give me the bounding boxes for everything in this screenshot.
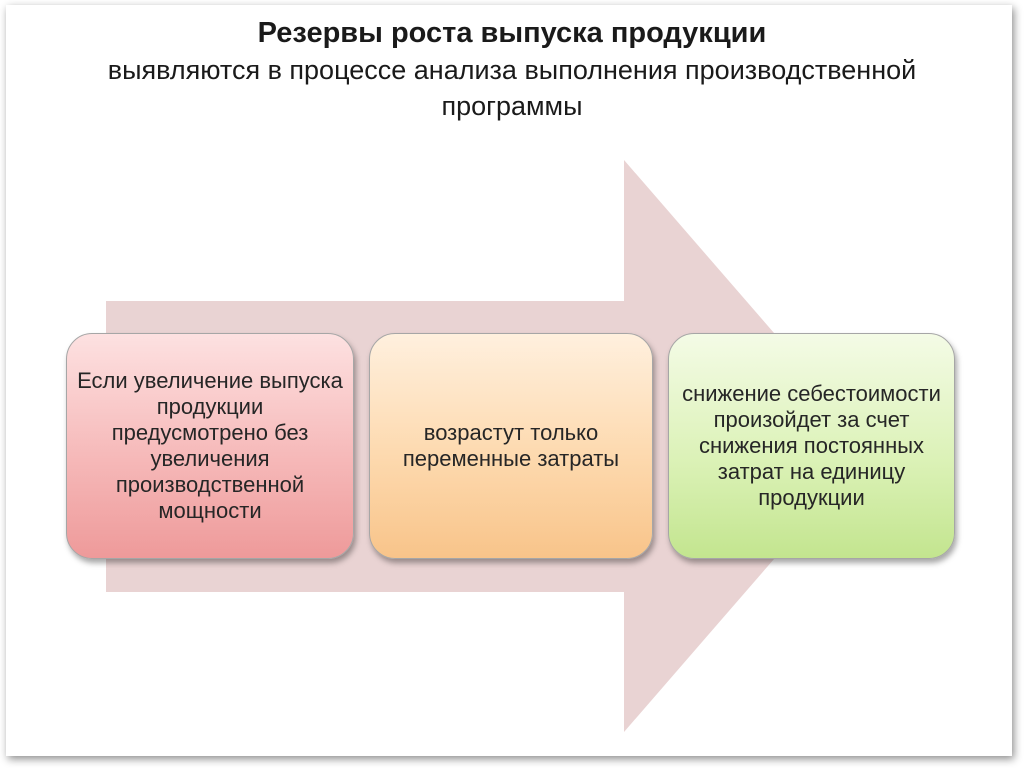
- title-block: Резервы роста выпуска продукции выявляют…: [0, 14, 1024, 124]
- step-2-text: возрастут только переменные затраты: [402, 420, 620, 471]
- step-box-2: возрастут только переменные затраты: [369, 333, 653, 559]
- step-box-3: снижение себестоимости произойдет за сче…: [668, 333, 955, 559]
- page-title: Резервы роста выпуска продукции: [257, 17, 767, 49]
- step-3-text: снижение себестоимости произойдет за сче…: [682, 381, 941, 510]
- step-box-1: Если увеличение выпуска продукции предус…: [66, 333, 354, 559]
- page-subtitle: выявляются в процессе анализа выполнения…: [107, 55, 917, 121]
- step-1-text: Если увеличение выпуска продукции предус…: [77, 368, 343, 523]
